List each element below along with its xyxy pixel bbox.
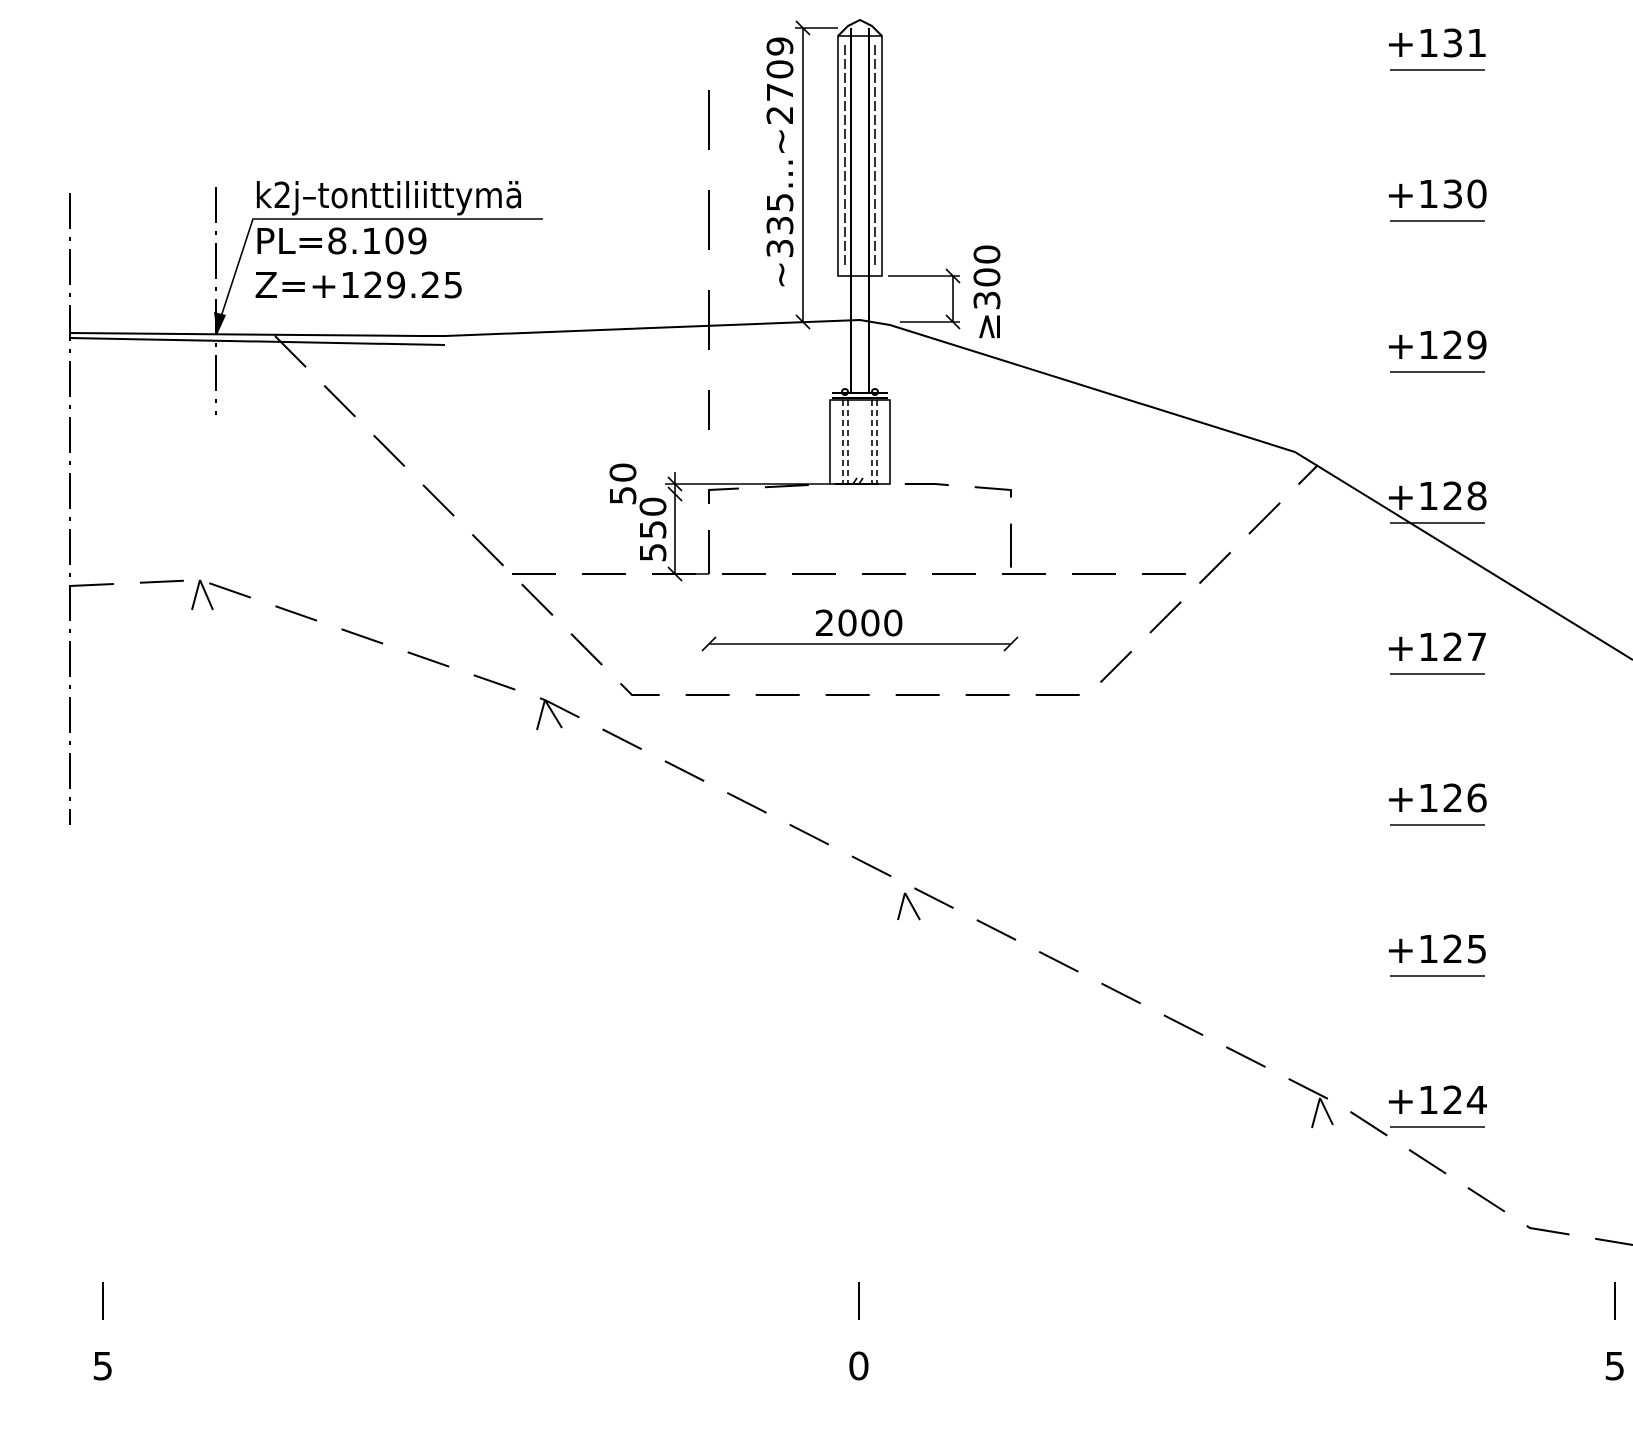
clearance-dimension-text: ≥300 — [968, 243, 1009, 342]
pole-assembly — [829, 18, 891, 485]
distance-label: 5 — [91, 1345, 115, 1389]
elevation-label: +124 — [1385, 1079, 1489, 1123]
clearance-dimension — [888, 268, 961, 330]
distance-label: 0 — [847, 1345, 871, 1389]
distance-label: 5 — [1603, 1345, 1627, 1389]
foundation-width-dimension-text: 2000 — [813, 604, 905, 645]
top-cover-dimension-text: 50 — [604, 461, 645, 507]
elevation-label: +127 — [1385, 626, 1489, 670]
elevation-label: +128 — [1385, 475, 1489, 519]
rock-surface-line — [69, 578, 1633, 1246]
foundation-depth-dimension — [665, 472, 830, 582]
pole-height-dimension-text: ~335...~2709 — [761, 35, 802, 290]
leader-arrowhead — [214, 312, 226, 335]
elevation-label: +126 — [1385, 777, 1489, 821]
elevation-label: +129 — [1385, 324, 1489, 368]
elevation-label: +125 — [1385, 928, 1489, 972]
annotation-station-text: PL=8.109 — [254, 222, 429, 263]
foundation-width-dimension — [701, 636, 1019, 652]
elevation-label: +131 — [1385, 22, 1489, 66]
distance-scale: 5 0 5 — [91, 1282, 1627, 1389]
road-surface-line-lower — [69, 337, 446, 346]
embankment-surface-line — [444, 318, 1633, 661]
annotation-elevation-text: Z=+129.25 — [254, 266, 465, 307]
foundation-block-outline — [708, 483, 1012, 574]
elevation-scale: +131 +130 +129 +128 +127 +126 +125 +124 — [1385, 22, 1489, 1128]
annotation-leader-line — [219, 218, 543, 321]
annotation-name-text: k2j–tonttiliittymä — [254, 176, 524, 217]
rock-symbol-markers — [191, 579, 1334, 1129]
pole-height-dimension — [795, 20, 838, 330]
elevation-label: +130 — [1385, 173, 1489, 217]
foundation-depth-dimension-text: 550 — [634, 495, 675, 564]
road-surface-line-upper — [69, 332, 445, 337]
excavation-pit-outline — [274, 335, 1319, 696]
